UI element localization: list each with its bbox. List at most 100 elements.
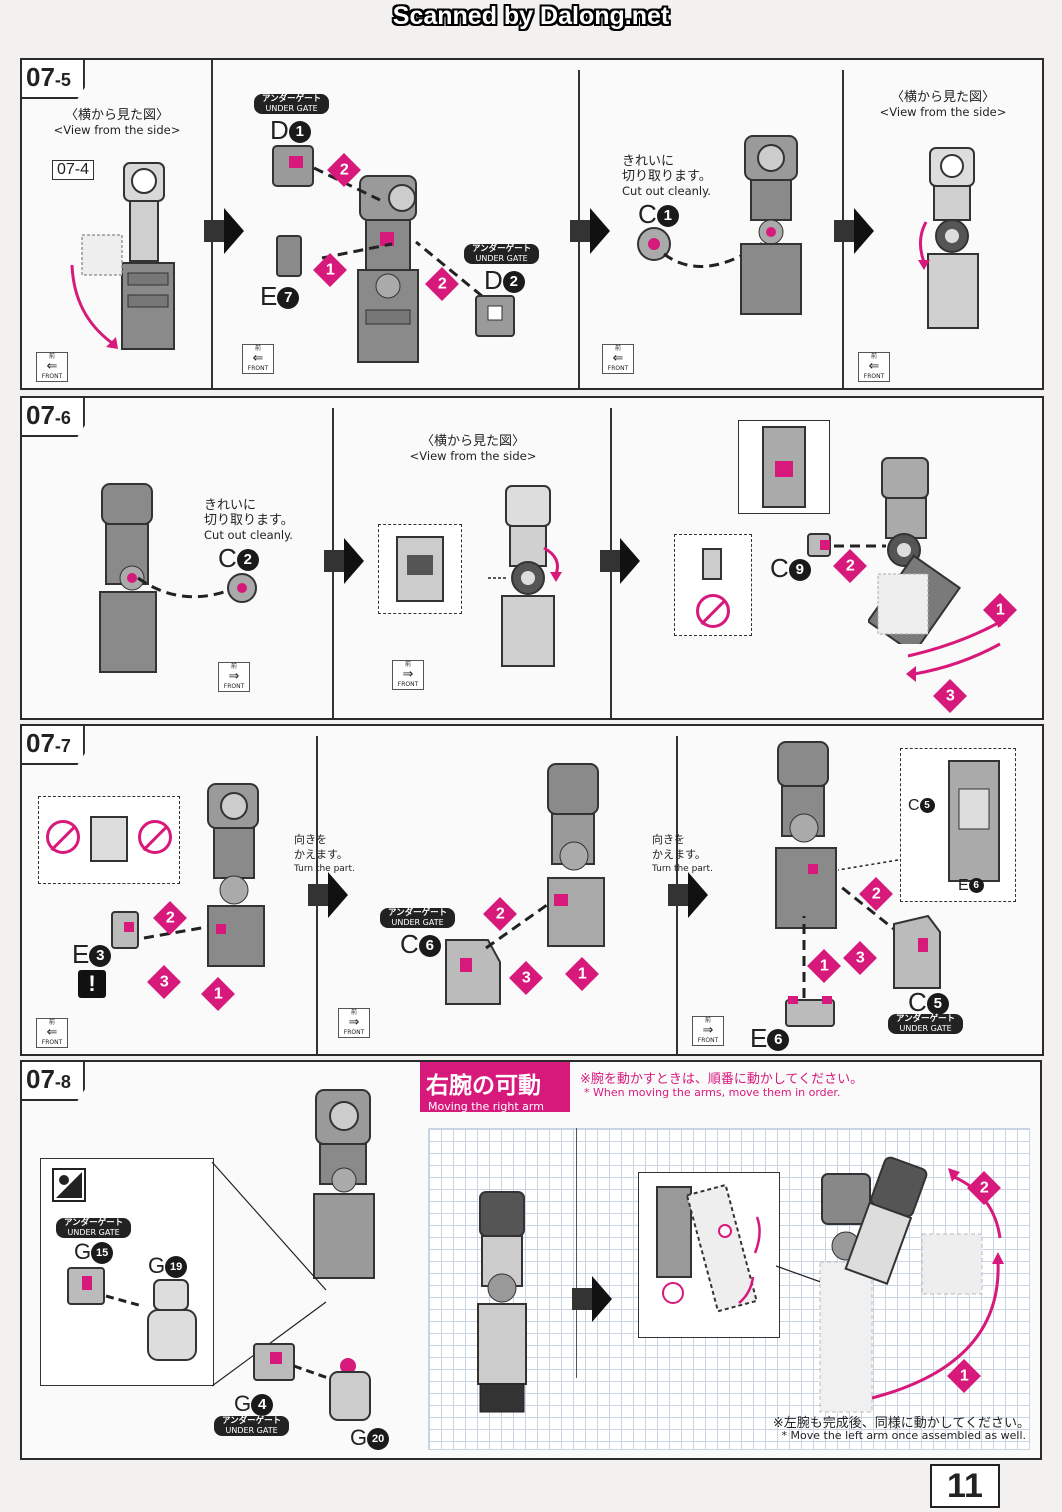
next-arrow xyxy=(834,208,874,254)
cut-cleanly-caption: きれいに切り取ります。Cut out cleanly. xyxy=(622,154,712,198)
caution-icon: ! xyxy=(78,970,106,998)
assembly-dashed-arrows xyxy=(802,859,901,1014)
assembly-dashed-arrows xyxy=(485,898,555,950)
footer-note-en: * Move the left arm once assembled as we… xyxy=(781,1429,1026,1442)
arm-assembly-illustration xyxy=(775,741,837,929)
arm-assembly-illustration xyxy=(547,763,605,947)
part-e7-illustration xyxy=(276,235,302,277)
arm-front-illustration xyxy=(477,1191,527,1413)
arm-assembly-illustration xyxy=(357,175,419,363)
prohibited-icon xyxy=(138,820,172,854)
next-arrow xyxy=(324,538,364,584)
panel-moving-right-arm: 右腕の可動 Moving the right arm ※腕を動かすときは、順番に… xyxy=(416,1060,1042,1460)
side-view-caption: 〈横から見た図〉<View from the side> xyxy=(879,90,1007,119)
step-number: 07-8 xyxy=(22,1062,85,1101)
step-number: 07-7 xyxy=(22,726,85,765)
arm-side-view-illustration xyxy=(488,485,562,667)
panel-step-07-5: 07-5 〈横から見た図〉<View from the side> 07-4 前… xyxy=(20,58,1044,390)
front-indicator: 前⇐FRONT xyxy=(602,344,634,374)
section-subtitle: Moving the right arm xyxy=(428,1100,544,1113)
arm-assembly-illustration xyxy=(740,135,802,315)
detail-inset xyxy=(378,524,462,614)
scan-watermark: Scanned by Dalong.net xyxy=(392,2,670,30)
part-d2-illustration xyxy=(475,295,515,337)
part-d1-illustration xyxy=(272,145,314,187)
arm-rotate-illustration xyxy=(868,457,962,644)
next-arrow xyxy=(308,872,348,918)
hand-assembly-illustration xyxy=(253,1343,371,1421)
page-number: 11 xyxy=(930,1464,1000,1508)
part-c1-illustration xyxy=(637,227,765,268)
next-arrow xyxy=(600,538,640,584)
turn-part-caption: 向きをかえます。Turn the part. xyxy=(652,833,713,874)
assembly-dashed-arrows xyxy=(313,166,483,298)
front-indicator: 前⇐FRONT xyxy=(36,1018,68,1048)
order-marker-1: 1 xyxy=(201,977,235,1011)
arm-assembly-illustration xyxy=(99,483,157,673)
step-number: 07-6 xyxy=(22,398,85,437)
prohibited-icon xyxy=(46,820,80,854)
next-arrow xyxy=(204,208,244,254)
turn-part-caption: 向きをかえます。Turn the part. xyxy=(294,833,355,874)
prohibited-icon xyxy=(696,594,730,628)
front-indicator: 前⇒FRONT xyxy=(692,1016,724,1046)
section-title: 右腕の可動 xyxy=(426,1073,541,1099)
next-arrow xyxy=(570,208,610,254)
order-marker-3: 3 xyxy=(933,679,967,713)
arm-assembly-illustration xyxy=(313,1089,375,1279)
detail-inset xyxy=(738,420,830,514)
arm-side-view-illustration xyxy=(70,162,175,350)
cut-cleanly-caption: きれいに切り取ります。Cut out cleanly. xyxy=(204,498,294,542)
next-arrow xyxy=(668,872,708,918)
footer-note-jp: ※左腕も完成後、同様に動かしてください。 xyxy=(772,1416,1030,1431)
side-view-caption: 〈横から見た図〉<View from the side> xyxy=(53,108,181,137)
detail-inset xyxy=(900,748,1016,902)
arm-side-view-illustration xyxy=(918,147,979,329)
section-title-box: 右腕の可動 Moving the right arm xyxy=(420,1062,570,1113)
front-indicator: 前⇐FRONT xyxy=(858,352,890,382)
order-marker-3: 3 xyxy=(509,961,543,995)
part-e3-illustration xyxy=(111,911,139,949)
part-c6-illustration xyxy=(445,939,501,1005)
front-indicator: 前⇒FRONT xyxy=(392,660,424,690)
front-indicator: 前⇒FRONT xyxy=(338,1008,370,1038)
part-c5-illustration xyxy=(893,914,941,989)
arm-assembly-illustration xyxy=(207,783,265,967)
front-indicator: 前⇒FRONT xyxy=(218,662,250,692)
joint-detail-inset xyxy=(638,1172,780,1338)
ref-step-label: 07-4 xyxy=(52,160,95,180)
step-number: 07-5 xyxy=(22,60,85,99)
front-indicator: 前⇐FRONT xyxy=(36,352,68,382)
order-marker-1: 1 xyxy=(565,957,599,991)
section-note-jp: ※腕を動かすときは、順番に動かしてください。 xyxy=(580,1072,864,1087)
next-arrow xyxy=(572,1276,612,1322)
prohibited-cut-inset xyxy=(674,534,752,636)
hand-assembly-illustration xyxy=(67,1267,197,1361)
hand-icon xyxy=(52,1168,86,1202)
section-note-en: * When moving the arms, move them in ord… xyxy=(584,1086,841,1099)
